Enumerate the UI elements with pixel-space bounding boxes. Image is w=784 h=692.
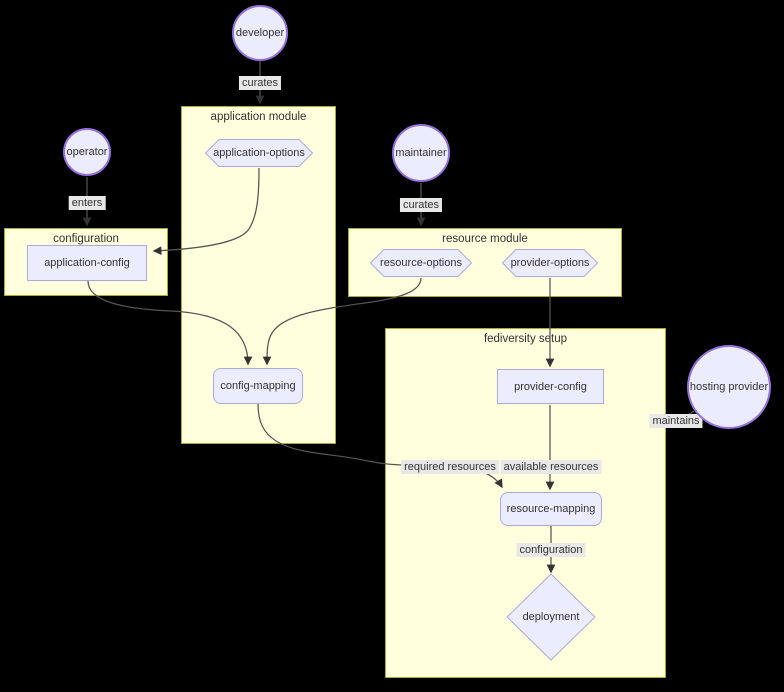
hexagon-shape — [205, 139, 313, 167]
cluster-title-configuration: configuration — [53, 233, 119, 245]
node-provider-config: provider-config — [497, 369, 604, 404]
node-resource-mapping-label: resource-mapping — [506, 503, 596, 515]
node-deployment: deployment — [506, 573, 596, 661]
node-provider-config-label: provider-config — [514, 380, 587, 393]
edge-label-curates-maintainer: curates — [399, 198, 443, 212]
actor-developer: developer — [232, 5, 288, 61]
edge-label-available-resources: available resources — [500, 460, 602, 474]
actor-maintainer-label: maintainer — [395, 147, 447, 159]
node-application-options: application-options — [205, 139, 313, 167]
cluster-title-resource-module: resource module — [442, 233, 528, 245]
diamond-shape — [506, 573, 596, 661]
node-deployment-label: deployment — [522, 611, 580, 623]
actor-operator-label: operator — [66, 146, 108, 158]
hexagon-shape — [502, 249, 598, 277]
actor-developer-label: developer — [235, 27, 285, 39]
hexagon-shape — [370, 249, 472, 277]
node-resource-options-label: resource-options — [380, 257, 462, 269]
node-provider-options-label: provider-options — [510, 257, 590, 269]
node-config-mapping-label: config-mapping — [220, 380, 296, 392]
node-config-mapping: config-mapping — [213, 368, 303, 404]
actor-hosting-provider: hosting provider — [687, 345, 771, 429]
actor-hosting-provider-label: hosting provider — [689, 381, 769, 393]
edge-label-required-resources: required resources — [401, 460, 499, 474]
actor-operator: operator — [63, 128, 111, 176]
cluster-title-fediversity-setup: fediversity setup — [483, 333, 568, 345]
actor-maintainer: maintainer — [392, 124, 450, 182]
node-application-config-label: application-config — [44, 257, 130, 269]
cluster-title-application-module: application module — [210, 111, 307, 123]
node-provider-options: provider-options — [502, 249, 598, 277]
node-application-options-label: application-options — [213, 147, 305, 159]
node-resource-mapping: resource-mapping — [500, 492, 602, 526]
edge-label-enters: enters — [68, 196, 106, 210]
edge-label-curates-developer: curates — [238, 76, 282, 90]
edge-label-maintains: maintains — [649, 414, 703, 428]
node-resource-options: resource-options — [370, 249, 472, 277]
node-application-config: application-config — [27, 245, 147, 281]
edge-label-configuration: configuration — [516, 543, 586, 557]
